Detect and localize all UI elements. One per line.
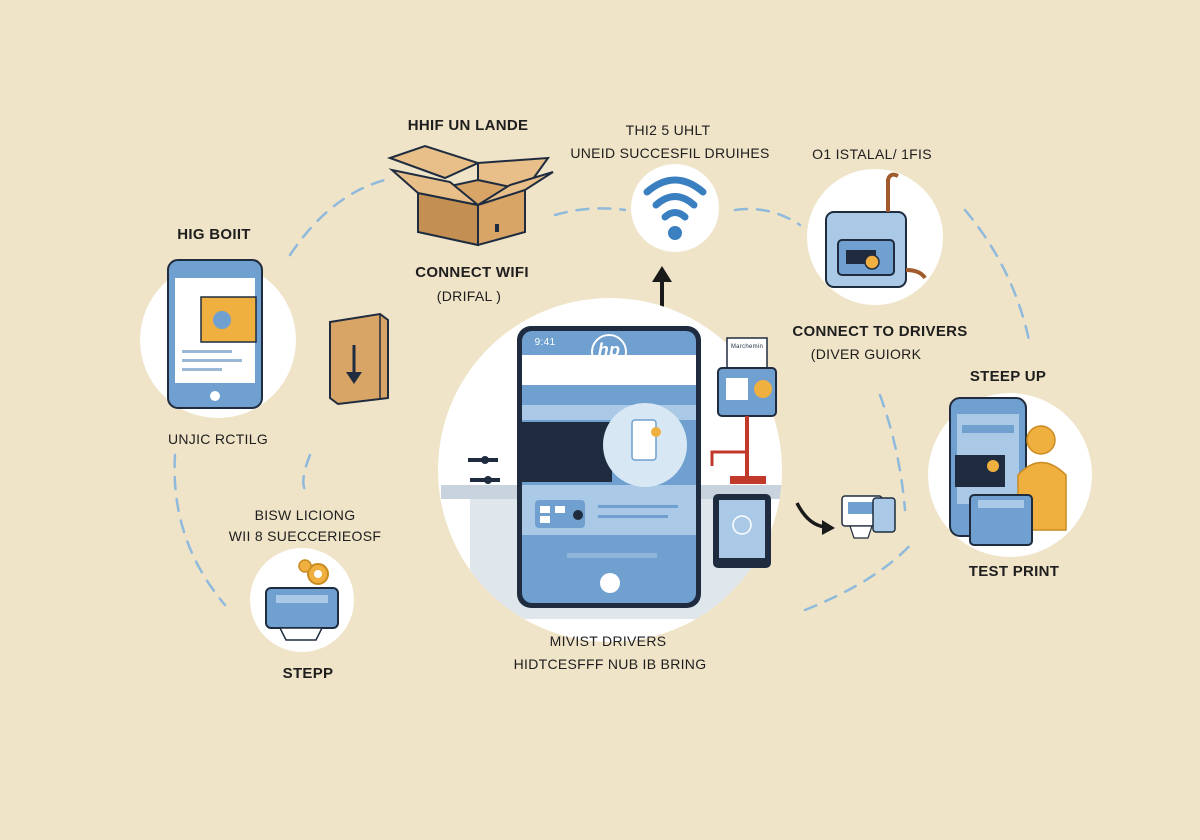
arc-top-right <box>733 207 802 227</box>
sign-stand <box>710 337 777 484</box>
arc-bottom-right <box>803 538 917 612</box>
curved-arrow-icon <box>795 502 835 535</box>
hp-logo-text: hp <box>597 340 621 360</box>
arc-top-left <box>288 178 387 257</box>
sign-text: Marchemin <box>730 344 764 350</box>
setup-printer-step <box>250 548 354 652</box>
download-box <box>329 312 389 406</box>
connect-drivers-label: CONNECT TO DRIVERS <box>792 323 968 340</box>
stepp-label: STEPP <box>282 665 334 682</box>
cardboard-box-icon <box>386 144 554 247</box>
wifi-title-line2: UNEID SUCCESFIL DRUIHES <box>570 145 770 161</box>
center-phone <box>517 326 701 608</box>
arc-right-upper <box>963 208 1032 347</box>
wifi-icon <box>643 176 707 221</box>
connect-drivers-sublabel: (DIVER GUIORK <box>810 346 922 362</box>
small-tablet <box>713 494 771 568</box>
left-phone-caption: UNJIC RCTILG <box>167 431 269 447</box>
hp-logo <box>591 334 627 370</box>
hero-banner <box>522 422 612 482</box>
wifi-title-line1: THI2 5 UHLT <box>625 122 711 138</box>
arc-left <box>173 453 227 607</box>
connect-wifi-sublabel: (DRIFAL ) <box>436 288 502 304</box>
install-title: O1 ISTALAL/ 1FIS <box>812 146 932 162</box>
arc-top-center <box>553 207 627 217</box>
install-step <box>807 169 943 305</box>
printer-plug-icon <box>825 172 927 288</box>
bottom-left-line1: BISW LICIONG <box>254 507 356 523</box>
test-print-step <box>928 393 1092 557</box>
dashed-connectors <box>173 178 1032 612</box>
printer-icon <box>265 587 339 641</box>
left-phone-title: HIG BOIIT <box>177 226 251 243</box>
bottom-left-line2: WII 8 SUECCERIEOSF <box>228 528 382 544</box>
printer-body <box>955 455 1005 487</box>
arc-right-lower <box>878 393 907 512</box>
down-arrow-icon <box>346 345 362 384</box>
steep-up-label: STEEP UP <box>969 368 1047 385</box>
desk-items <box>468 456 500 484</box>
gear-icon <box>298 559 329 585</box>
test-print-label: TEST PRINT <box>968 563 1060 580</box>
status-time: 9:41 <box>534 337 556 348</box>
box-title: HHIF UN LANDE <box>407 117 529 134</box>
bottom-center-line2: HIDTCESFFF NUB IB BRING <box>513 656 707 672</box>
home-button <box>210 391 220 401</box>
left-phone-step <box>140 259 296 418</box>
bottom-center-line1: MIVIST DRIVERS <box>549 633 667 649</box>
connect-wifi-label: CONNECT WIFI <box>415 264 529 281</box>
arc-left-inner <box>302 453 312 492</box>
wifi-step <box>631 164 719 252</box>
home-button <box>600 573 620 593</box>
printer-output-icon <box>841 495 896 539</box>
